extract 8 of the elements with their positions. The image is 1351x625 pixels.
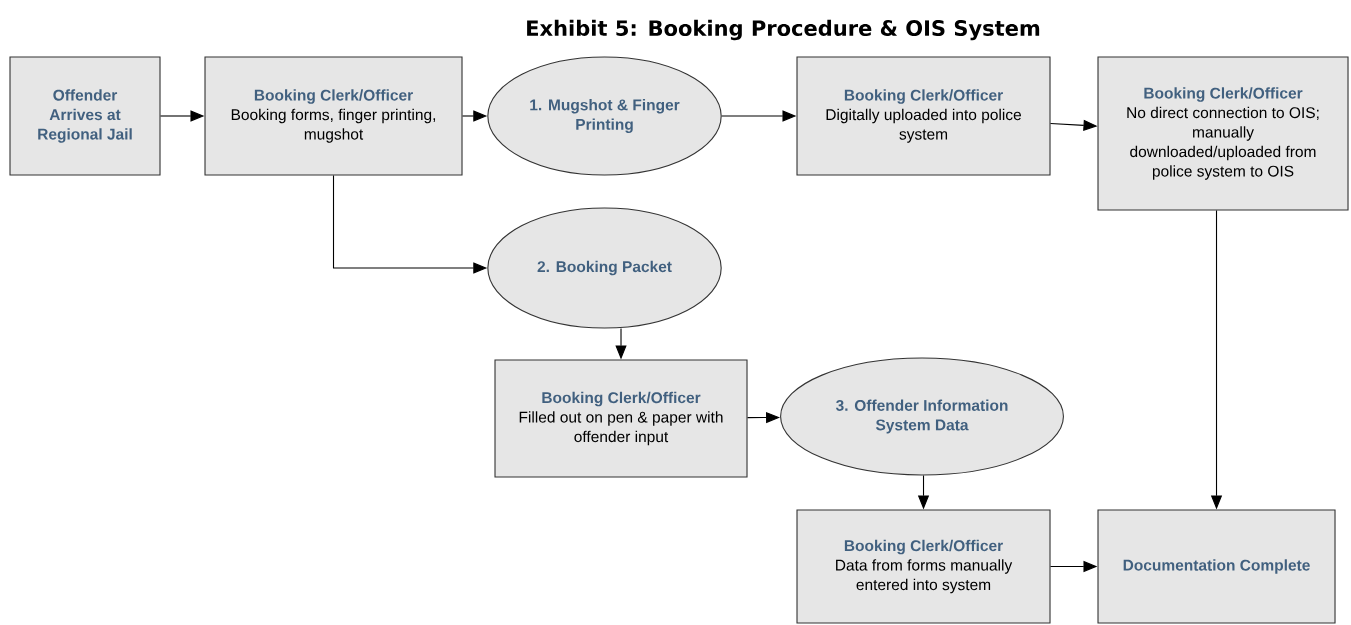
process-box: Booking Clerk/Officer Data from forms manually entered into system [796, 509, 1051, 624]
process-box: Booking Clerk/Officer Filled out on pen & paper with offender input [494, 359, 748, 478]
process-box: Offender Arrives at Regional Jail [9, 56, 161, 176]
process-box: Documentation Complete [1097, 509, 1336, 624]
title: Exhibit 5: Booking Procedure & OIS System [527, 19, 1040, 41]
process-box: Booking Clerk/Officer No direct connection to OIS; manually downloaded/uploaded from police system to OIS [1097, 56, 1349, 211]
process-box: Booking Clerk/Officer Booking forms, finger printing, mugshot [204, 56, 463, 176]
process-box: Booking Clerk/Officer Digitally uploaded into police system [796, 56, 1051, 176]
